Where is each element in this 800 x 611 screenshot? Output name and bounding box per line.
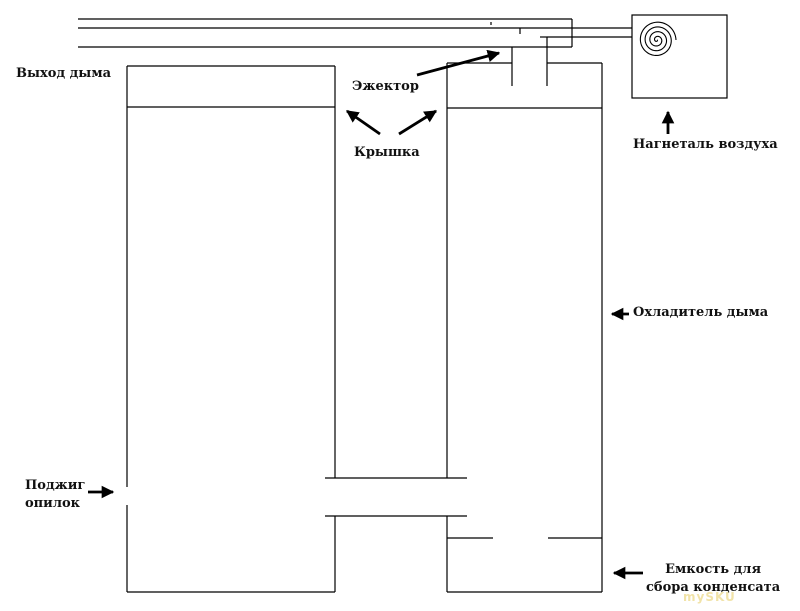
ignition-label-line1: Поджиг <box>25 478 86 493</box>
watermark-logo: mySKU <box>683 590 736 604</box>
lid-right-arrow-icon <box>398 109 438 136</box>
sawdust-ignition-label: Поджиг опилок <box>25 477 85 513</box>
smoke-cooler-label: Охладитель дыма <box>633 305 769 320</box>
lid-label: Крышка <box>354 145 420 160</box>
ejector-arrow-icon <box>416 49 501 77</box>
condensate-label-line1: Емкость для <box>665 562 762 577</box>
smoke-cooler-chamber <box>446 62 603 593</box>
smoke-generator-chamber <box>126 65 336 593</box>
lid-left-arrow-icon <box>345 109 381 136</box>
connecting-pipe <box>325 477 467 517</box>
air-blower <box>631 14 728 99</box>
smoke-outlet-label: Выход дыма <box>16 66 112 81</box>
ejector-pipes <box>78 18 632 86</box>
ignition-label-line2: опилок <box>25 496 81 511</box>
spiral-fan-icon <box>639 21 677 56</box>
condensate-label-line2: сбора конденсата <box>646 580 781 595</box>
ejector-label: Эжектор <box>352 79 419 94</box>
air-blower-label: Нагнеталь воздуха <box>633 137 778 152</box>
condensate-tank-label: Емкость для сбора конденсата <box>646 561 780 597</box>
